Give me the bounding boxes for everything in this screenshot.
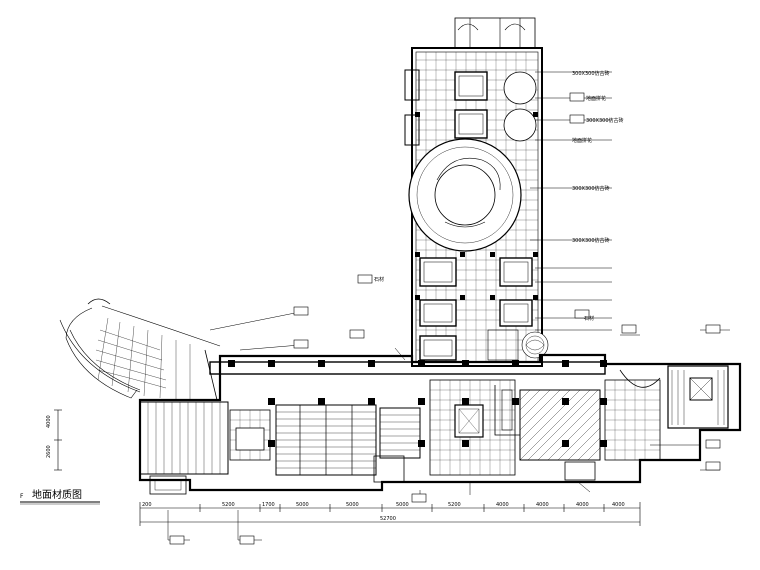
dimension-values: 200 5200 1700 5000 5000 5000 5200 4000 4…: [46, 415, 625, 522]
main-wing: [138, 353, 742, 495]
dimension-label: 4000: [612, 502, 625, 508]
dimension-label: 5200: [222, 502, 235, 508]
dimension-label: 5000: [296, 502, 309, 508]
callout-label: 地面拼花: [586, 95, 606, 102]
callout-tags: [169, 92, 721, 545]
callout-tag-label: 石材: [374, 276, 384, 283]
drawing-title-block: F 地面材质图: [20, 488, 100, 505]
dimension-lines: [54, 409, 641, 526]
callout-label: 300X300仿古砖: [572, 185, 610, 192]
dimension-label: 4000: [576, 502, 589, 508]
callout-leaders: [167, 71, 730, 541]
title-prefix: F: [20, 493, 24, 500]
dimension-label-vertical: 2600: [46, 445, 52, 458]
dimension-label: 4000: [496, 502, 509, 508]
curved-canopy: [59, 298, 221, 401]
dimension-label: 200: [142, 502, 152, 508]
dimension-label: 1700: [262, 502, 275, 508]
dimension-label: 5200: [448, 502, 461, 508]
drawing-title: 地面材质图: [32, 488, 82, 501]
dimension-label: 5000: [396, 502, 409, 508]
callout-tag-label: 石材: [584, 315, 594, 322]
callout-label: 300X300仿古砖: [586, 117, 624, 124]
tower-wing: [404, 17, 549, 367]
callout-label: 300X300仿古砖: [572, 70, 610, 77]
dimension-total: 52700: [380, 516, 396, 522]
dimension-label: 5000: [346, 502, 359, 508]
callout-labels: 300X300仿古砖 地面拼花 300X300仿古砖 地面拼花 300X300仿…: [374, 70, 624, 322]
dimension-label-vertical: 4000: [46, 415, 52, 428]
callout-label: 地面拼花: [572, 137, 592, 144]
dimension-label: 4000: [536, 502, 549, 508]
callout-label: 300X300仿古砖: [572, 237, 610, 244]
